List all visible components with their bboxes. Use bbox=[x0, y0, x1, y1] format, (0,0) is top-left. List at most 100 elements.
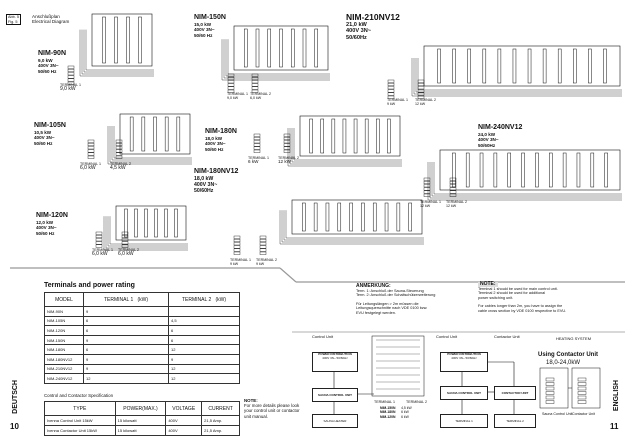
nim-180n-t1-terminal bbox=[253, 133, 261, 137]
wl-control-unit-label: Control Unit bbox=[312, 334, 334, 339]
nim-240-t1-terminal bbox=[423, 184, 431, 188]
wl-mini-row: NIM-120N 6 kW bbox=[380, 415, 412, 419]
nim-240-t1-terminal bbox=[423, 187, 431, 191]
page-number-right: 11 bbox=[610, 422, 619, 431]
nim-120n-heater-element bbox=[154, 208, 158, 238]
nim-150n-t1-terminal bbox=[227, 80, 235, 84]
model-voltage: 400V 3N~ bbox=[346, 28, 372, 35]
nim-150n-heater-element bbox=[279, 28, 283, 68]
note-right-line: power switching unit. bbox=[478, 295, 514, 300]
wr-range: 18,0-24,0kW bbox=[546, 360, 581, 366]
wl-mini-model: NIM-150N bbox=[380, 406, 396, 410]
rating-cell-model: NIM-120N bbox=[44, 325, 84, 336]
terminal-power: 6,0 kW bbox=[118, 251, 134, 258]
nim-180n-heater-element bbox=[320, 118, 324, 154]
wl-pd-title: POWER DISTRIBUTION bbox=[318, 352, 352, 356]
nim-240-heater-element bbox=[521, 152, 525, 188]
nim-180nv12-heater-frame bbox=[291, 199, 423, 235]
wl-heater-illustration bbox=[371, 335, 425, 397]
col-terminal2-label: TERMINAL 2 bbox=[182, 296, 212, 303]
nim-180n-t2-terminal bbox=[283, 146, 291, 150]
nim-180n-t2-terminal bbox=[283, 133, 291, 137]
nim-240-t2-terminal bbox=[449, 180, 457, 184]
nim-180nv12-t1-terminal bbox=[233, 248, 241, 252]
wl-mini-row: NIM-150N 4,5 kW bbox=[380, 406, 412, 410]
nim-180n-t2-terminal bbox=[283, 140, 291, 144]
wl-power-distribution: POWER DISTRIBUTION 400V 3N~ 50/60Hz bbox=[312, 352, 358, 372]
language-left: DEUTSCH bbox=[12, 380, 19, 414]
nim-150n-t1-terminal bbox=[227, 86, 235, 90]
model-frequency: 50/60 Hz bbox=[38, 68, 57, 74]
note-right-line: cable cross section by VDE 0100 respecti… bbox=[478, 308, 567, 313]
nim-180n-heater-element bbox=[342, 118, 347, 154]
rating-cell-model: NIM-180NV12 bbox=[44, 353, 84, 365]
terminal-power: 12 kW bbox=[278, 159, 292, 165]
nim-120n-t1-terminal bbox=[95, 238, 103, 242]
nim-105n-t1-terminal bbox=[87, 149, 95, 153]
nim-210-t2-terminal bbox=[417, 82, 425, 86]
nim-120n-t1-terminal bbox=[95, 241, 103, 245]
model-nim-210nv12: NIM-210NV12 21,0 kW 400V 3N~ 50/60Hz bbox=[346, 12, 400, 41]
rating-cell-model: NIM-240NV12 bbox=[44, 373, 84, 384]
rating-cell-terminal2: 9 bbox=[168, 353, 240, 365]
wr-scu-terminal bbox=[545, 395, 555, 400]
terminal-power: 6 kW bbox=[248, 159, 259, 165]
terminal-name: TERMINAL 1 bbox=[92, 248, 114, 252]
nim-105n-t2-terminal bbox=[115, 149, 123, 153]
nim-150n-heater-element bbox=[267, 28, 271, 68]
nim-210-heater-element bbox=[573, 48, 577, 84]
note-right-line: Terminal 1 should be used for main contr… bbox=[478, 286, 558, 291]
nim-180n-t1-terminal bbox=[253, 149, 261, 153]
nim-240-heater-element bbox=[535, 152, 539, 188]
model-frequency: 50/60Hz bbox=[194, 188, 214, 194]
anmerkung-note: ANMERKUNG: Term. 1: Anschluß der Sauna-S… bbox=[356, 284, 460, 316]
spec-cell-voltage: 400V bbox=[165, 415, 203, 426]
nim-150n-t2-terminal bbox=[251, 80, 259, 84]
rating-table: MODEL TERMINAL 1 (kW) TERMINAL 2 (kW) NI… bbox=[44, 292, 240, 384]
nim-150n-t1-terminal bbox=[227, 76, 235, 80]
terminal-name: TERMINAL 1 bbox=[227, 92, 249, 96]
spec-cell-voltage: 400V bbox=[165, 425, 203, 436]
nim-240-heater-element bbox=[479, 152, 484, 188]
nim-210-t1-terminal bbox=[387, 89, 395, 93]
spec-cell-current: 21,5 Amp. bbox=[201, 415, 240, 426]
col-terminal1: TERMINAL 1 (kW) bbox=[83, 292, 169, 307]
terminal-name: TERMINAL 2 bbox=[446, 200, 468, 204]
model-voltage: 400V 3N~ bbox=[194, 182, 218, 188]
spec-cell-current: 21,5 Amp. bbox=[201, 425, 240, 436]
figure-title-en: Electrical Diagram bbox=[32, 19, 70, 25]
nim-105n-heater-element bbox=[141, 116, 146, 152]
spec-header-row: TYPE POWER(MAX.) VOLTAGE CURRENT bbox=[44, 401, 240, 416]
nim-105n-t2-terminal bbox=[115, 139, 123, 143]
figure-label-box: Abb. 5 Fig. 5 bbox=[6, 14, 21, 26]
nim-120n-t2-terminal bbox=[121, 231, 129, 235]
wr-box2-label: Contactor Unit bbox=[572, 412, 595, 416]
nim-180n-heater-frame bbox=[299, 115, 401, 157]
wr-scu-terminal bbox=[545, 391, 555, 395]
nim-210-t2-terminal bbox=[417, 92, 425, 96]
wl-mini-power: 6 kW bbox=[401, 414, 409, 419]
spec-table: TYPE POWER(MAX.) VOLTAGE CURRENT Ivenna … bbox=[44, 401, 240, 436]
model-power: 9,0 kW bbox=[38, 58, 53, 63]
model-nim-180n: NIM-180N 18,0 kW 400V 3N~ 50/60 Hz bbox=[205, 128, 237, 152]
nim-150n-t2-terminal bbox=[251, 73, 259, 77]
model-name: NIM-180NV12 bbox=[194, 168, 239, 175]
terminal-name: TERMINAL 1 bbox=[387, 98, 409, 102]
nim-210-t2-terminal bbox=[417, 95, 425, 99]
nim-105n-heater-element bbox=[153, 116, 157, 152]
nim-210-t1-terminal bbox=[387, 86, 395, 90]
col-terminal1-unit: (kW) bbox=[137, 296, 148, 303]
rating-cell-model: NIM-210NV12 bbox=[44, 363, 84, 375]
nim-210-heater-element bbox=[557, 48, 562, 84]
terminal-name: TERMINAL 2 bbox=[118, 248, 140, 252]
model-frequency: 50/60 Hz bbox=[34, 140, 53, 146]
nim-210-heater-element bbox=[452, 48, 456, 84]
wr-scu-terminal bbox=[545, 377, 555, 382]
model-power: 18,0 kW bbox=[194, 176, 214, 182]
